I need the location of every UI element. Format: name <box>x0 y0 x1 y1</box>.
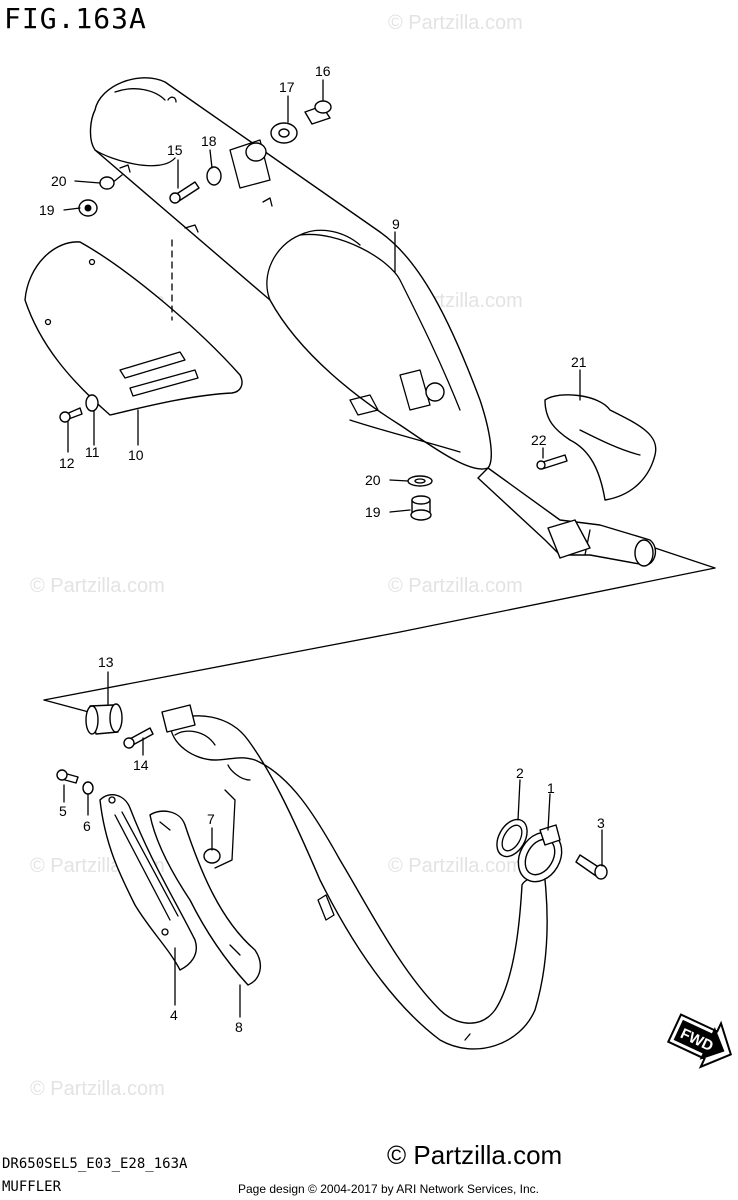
section-name: MUFFLER <box>2 1179 62 1195</box>
callout-20: 20 <box>365 472 381 488</box>
bolt-12 <box>59 407 83 423</box>
bolt-14 <box>123 727 154 749</box>
washer-6 <box>82 781 94 795</box>
watermark: © Partzilla.com <box>30 575 165 597</box>
callout-21: 21 <box>571 354 587 370</box>
muffler-body <box>89 77 492 470</box>
callout-3: 3 <box>597 815 605 831</box>
callout-13: 13 <box>98 654 114 670</box>
callout-6: 6 <box>83 818 91 834</box>
nut-19-upper <box>78 199 98 217</box>
watermark: © Partzilla.com <box>388 575 523 597</box>
grommet-17 <box>270 122 298 144</box>
callout-11: 11 <box>85 444 100 460</box>
callout-22: 22 <box>531 432 547 448</box>
divider-line <box>43 631 401 701</box>
brand-mark: © Partzilla.com <box>387 1140 563 1170</box>
bolt-22 <box>536 454 568 470</box>
fastener-16 <box>304 100 332 125</box>
callout-20: 20 <box>51 173 67 189</box>
callout-2: 2 <box>516 765 524 781</box>
callout-17: 17 <box>279 79 295 95</box>
watermark: © Partzilla.com <box>388 12 523 34</box>
heat-shield-8 <box>149 810 262 986</box>
gasket-2 <box>496 818 528 858</box>
divider-line <box>399 567 716 633</box>
divider-line <box>654 547 716 569</box>
callout-16: 16 <box>315 63 331 79</box>
washer-20-upper <box>99 176 115 190</box>
callout-4: 4 <box>170 1007 178 1023</box>
watermark: © Partzilla.com <box>30 1078 165 1100</box>
bolt-5 <box>56 769 79 784</box>
nut-19-lower <box>410 495 432 521</box>
bolt-3 <box>575 854 608 880</box>
exhaust-pipe <box>161 704 548 1050</box>
watermark: © Partzilla.com <box>388 855 523 877</box>
forward-arrow-icon: FWD <box>666 1013 733 1069</box>
callout-8: 8 <box>235 1019 243 1035</box>
callout-19: 19 <box>39 202 55 218</box>
callout-5: 5 <box>59 803 67 819</box>
muffler-tailpipe <box>477 467 657 567</box>
callout-14: 14 <box>133 757 149 773</box>
gasket-13 <box>85 703 123 735</box>
callout-15: 15 <box>167 142 183 158</box>
callout-19: 19 <box>365 504 381 520</box>
leader-lines <box>63 79 603 1018</box>
callout-7: 7 <box>207 811 215 827</box>
washer-11 <box>85 394 99 412</box>
bracket-7 <box>203 789 236 869</box>
callout-10: 10 <box>128 447 144 463</box>
callout-1: 1 <box>547 780 555 796</box>
collar-18 <box>206 142 267 186</box>
model-code: DR650SEL5_E03_E28_163A <box>2 1156 188 1172</box>
figure-title: FIG.163A <box>4 2 147 35</box>
heat-shield-4 <box>99 794 197 971</box>
page-credit: Page design © 2004-2017 by ARI Network S… <box>238 1182 540 1196</box>
bolt-15 <box>169 181 200 204</box>
callout-12: 12 <box>59 455 75 471</box>
washer-20-lower <box>407 475 433 487</box>
callout-18: 18 <box>201 133 217 149</box>
heat-shield-21 <box>544 394 657 501</box>
callout-labels: 1 2 3 4 5 6 7 8 9 10 11 12 13 14 15 16 1… <box>39 63 605 1035</box>
callout-9: 9 <box>392 216 400 232</box>
heat-shield-upper <box>24 241 243 416</box>
clamp-1 <box>517 824 563 883</box>
